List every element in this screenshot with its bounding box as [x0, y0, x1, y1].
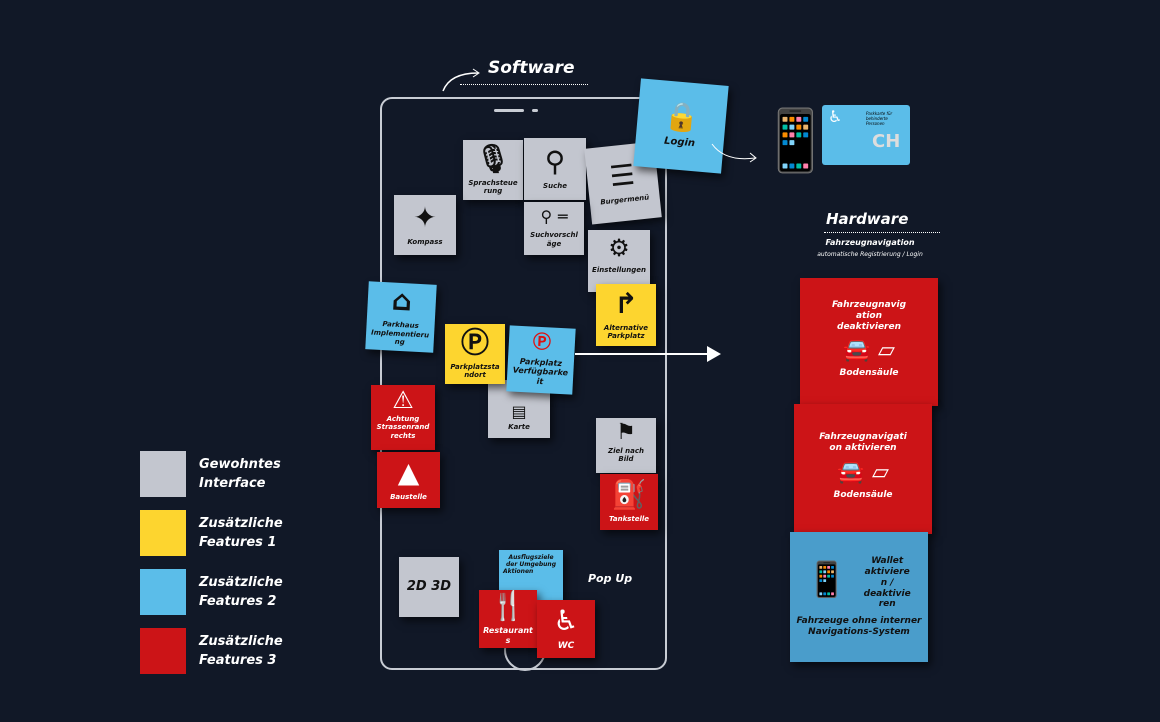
hardware-subtitle-2: automatische Registrierung / Login	[817, 251, 923, 258]
note-einstellungen: ⚙Einstellungen	[588, 230, 650, 292]
lock-icon: 🔒	[663, 98, 701, 135]
card-nav-deaktivieren: Fahrzeugnavigation deaktivieren 🚘 ▱ Bode…	[800, 278, 938, 406]
card-wallet: 📱Wallet aktivieren / deaktivieren Fahrze…	[790, 532, 928, 662]
parking-card: ♿ Parkkarte für behinderte Personen CH	[822, 105, 910, 165]
wheelchair-icon: ♿	[828, 107, 843, 126]
note-ziel: ⚑Ziel nach Bild	[596, 418, 656, 473]
microphone-icon: 🎙	[475, 141, 511, 175]
note-parkhaus: ⌂Parkhaus Implementierung	[365, 281, 437, 353]
car-icon: 🚘 ▱	[837, 459, 889, 485]
divider	[460, 84, 588, 85]
note-tankstelle: ⛽Tankstelle	[600, 474, 658, 530]
note-suchvorschlaege: ⚲ ═Suchvorschläge	[524, 202, 584, 255]
menu-icon: ☰	[607, 157, 637, 194]
map-icon: ▤	[511, 402, 527, 421]
legend-swatch-yellow	[140, 510, 186, 556]
legend-label: Zusätzliche Features 1	[199, 516, 283, 550]
parking-garage-icon: ⌂	[390, 283, 413, 318]
warning-icon: ⚠	[392, 386, 414, 414]
arrow-to-hardware-icon	[575, 346, 721, 362]
search-icon: ⚲	[544, 144, 566, 178]
hardware-title: Hardware	[826, 210, 909, 228]
compass-icon: ✦	[413, 200, 437, 234]
wheelchair-icon: ♿	[553, 603, 579, 637]
note-restaurants: 🍴Restaurants	[479, 590, 537, 648]
parking-pin-icon: Ⓟ	[460, 325, 489, 359]
card-nav-aktivieren: Fahrzeugnavigation aktivieren 🚘 ▱ Bodens…	[794, 404, 932, 534]
legend-swatch-grey	[140, 451, 186, 497]
car-icon: 🚘 ▱	[843, 338, 895, 364]
note-wc: ♿WC	[537, 600, 595, 658]
popup-label: Pop Up	[588, 572, 633, 585]
hand-phone-icon: 📱	[758, 106, 833, 176]
parking-pins-icon: Ⓟ	[532, 331, 552, 354]
note-kompass: ✦Kompass	[394, 195, 456, 255]
traffic-cone-icon: ▲	[397, 455, 420, 489]
gear-icon: ⚙	[608, 234, 630, 262]
legend-label: Gewohntes Interface	[199, 457, 281, 491]
search-suggestions-icon: ⚲ ═	[540, 207, 568, 227]
note-baustelle: ▲Baustelle	[377, 452, 440, 508]
software-title: Software	[488, 58, 575, 78]
note-alternative: ↱Alternative Parkplatz	[596, 284, 656, 346]
wallet-phone-icon: 📱	[805, 560, 849, 601]
legend-swatch-blue	[140, 569, 186, 615]
note-sprachsteuerung: 🎙Sprachsteuerung	[463, 140, 523, 200]
route-arrow-icon: ↱	[614, 286, 638, 320]
legend-swatch-red	[140, 628, 186, 674]
note-suche: ⚲Suche	[524, 138, 586, 200]
fuel-icon: ⛽	[611, 477, 647, 511]
fork-knife-icon: 🍴	[490, 589, 526, 623]
arrow-icon	[711, 143, 757, 163]
legend-label: Zusätzliche Features 3	[199, 634, 283, 668]
flag-icon: ⚑	[616, 420, 636, 445]
legend-label: Zusätzliche Features 2	[199, 575, 283, 609]
arrow-icon	[442, 68, 480, 92]
hardware-subtitle: Fahrzeugnavigation	[825, 238, 915, 247]
note-2d-3d: 2D 3D	[399, 557, 459, 617]
note-achtung: ⚠Achtung Strassenrand rechts	[371, 385, 435, 450]
